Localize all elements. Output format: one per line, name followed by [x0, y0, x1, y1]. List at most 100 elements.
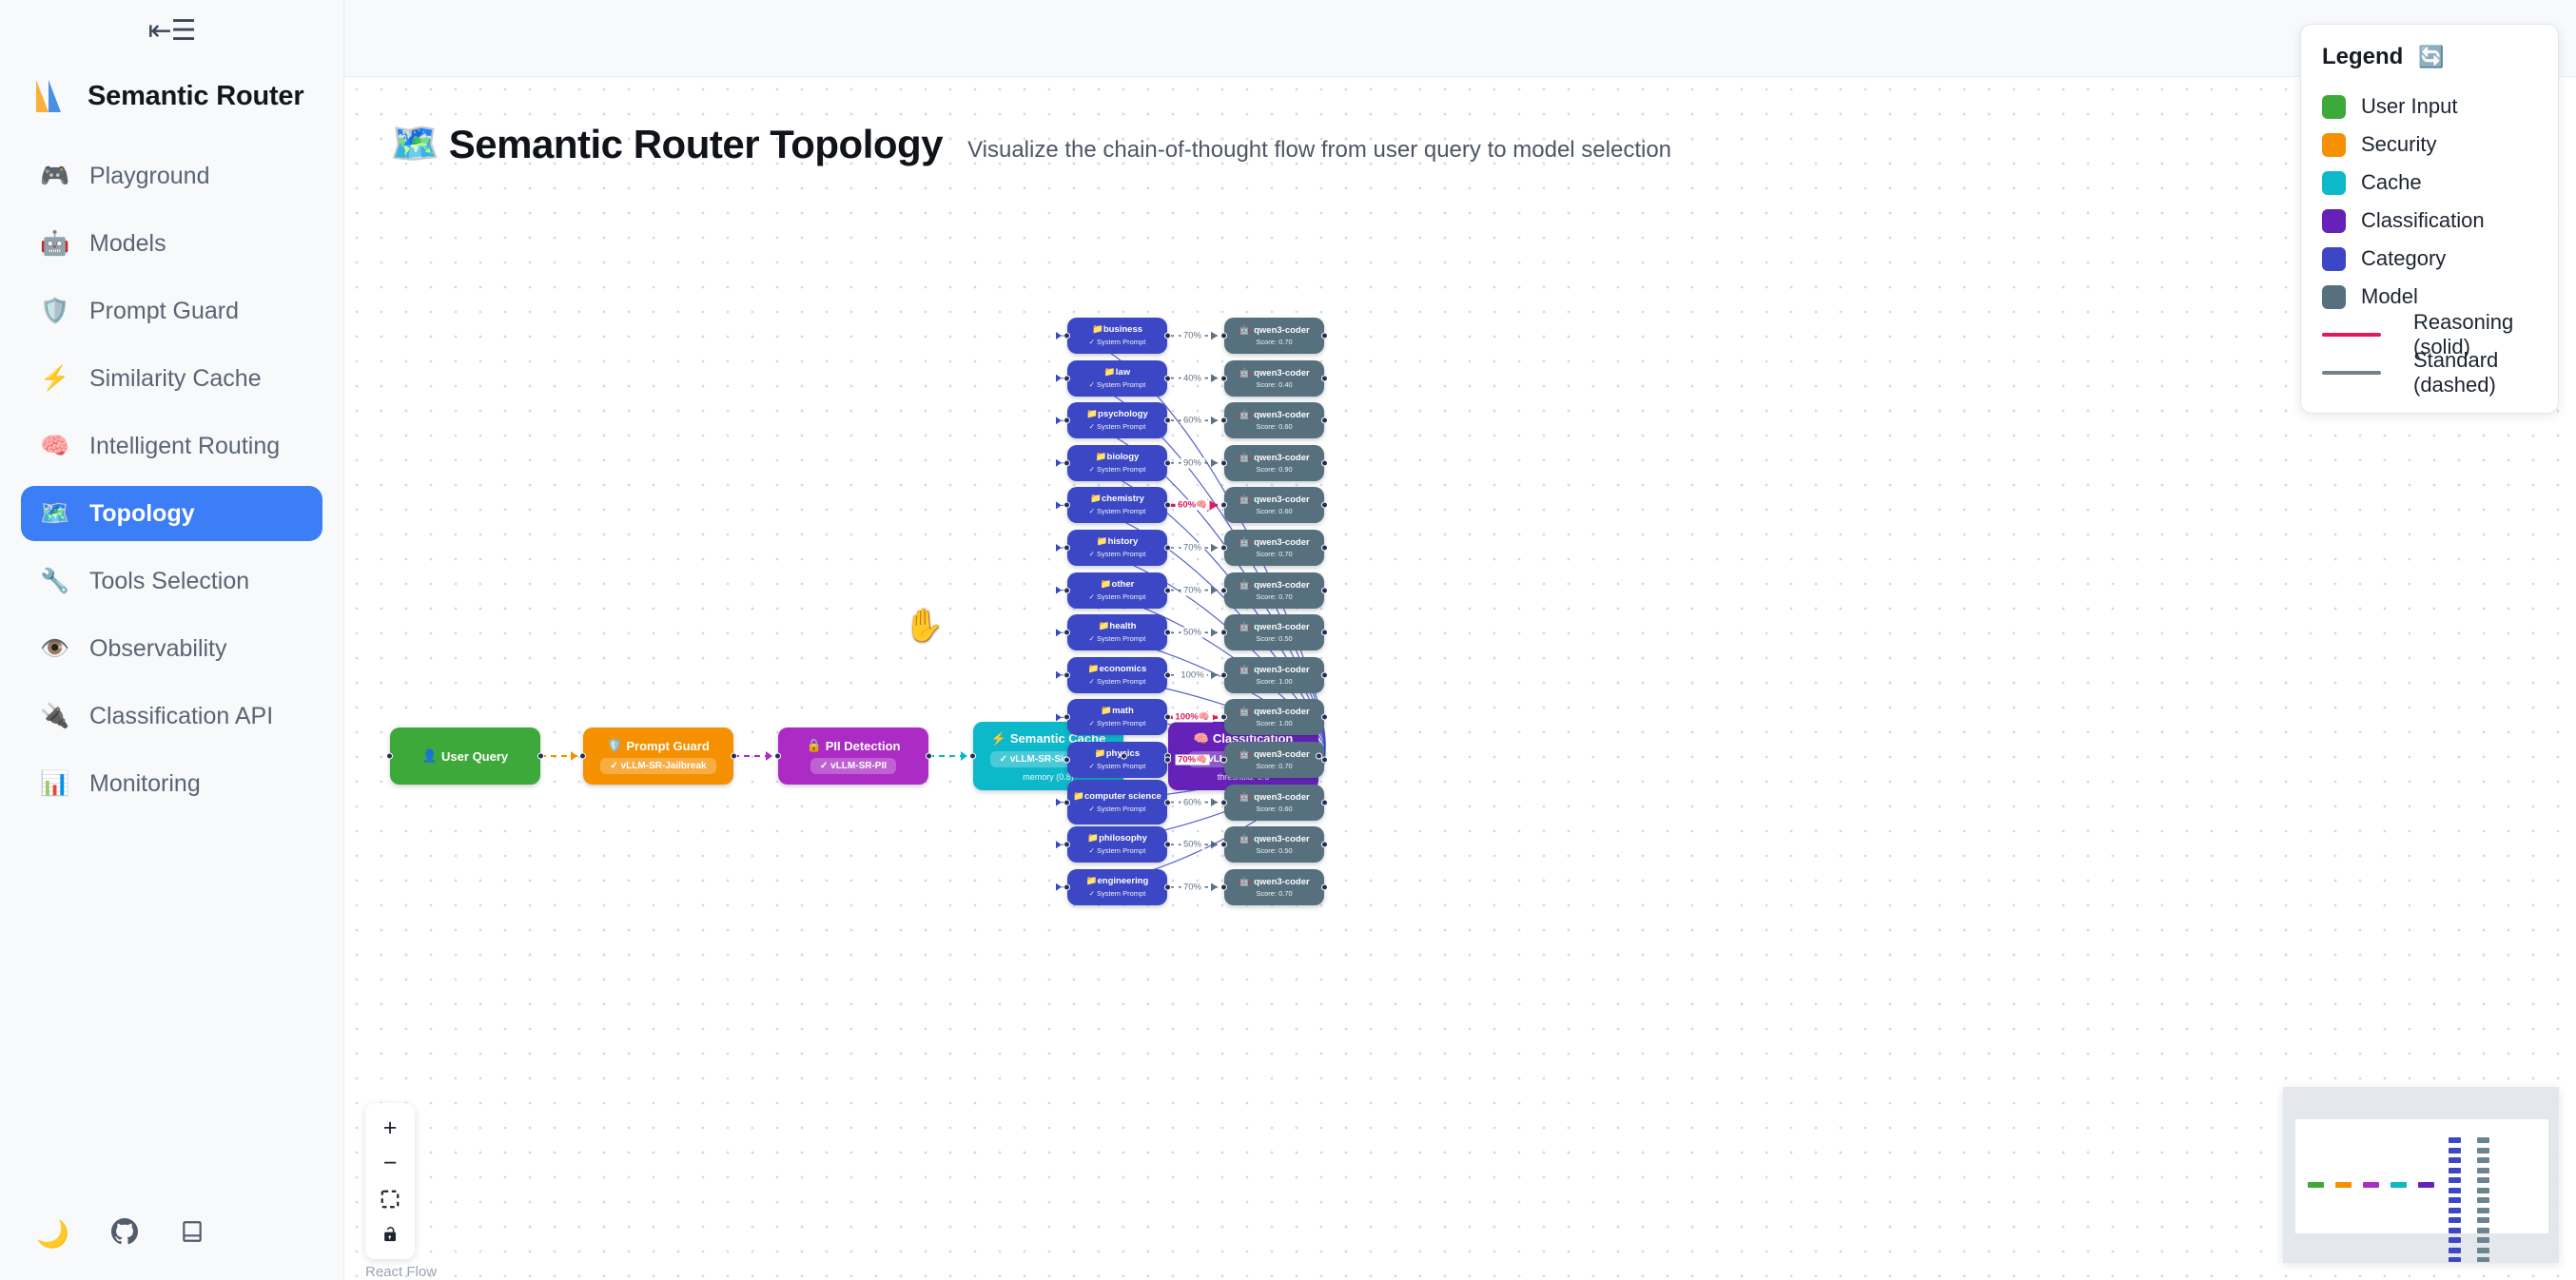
sidebar-item-models[interactable]: 🤖Models: [21, 216, 322, 271]
node-handle-left[interactable]: [1064, 587, 1070, 594]
node-handle-right[interactable]: [537, 752, 544, 760]
node-handle-right[interactable]: [1164, 756, 1171, 764]
node-handle-right[interactable]: [1164, 713, 1171, 721]
category-node-computer-science[interactable]: 📁computer science✓ System Prompt: [1064, 780, 1171, 825]
topology-canvas[interactable]: 👤User Query 🛡️Prompt Guard✓ vLLM-SR-Jailb…: [344, 77, 2576, 1280]
sidebar-item-classification-api[interactable]: 🔌Classification API: [21, 688, 322, 744]
node-handle-left[interactable]: [1220, 375, 1227, 382]
node-handle-left[interactable]: [1220, 459, 1227, 467]
node-handle-right[interactable]: [1321, 883, 1328, 891]
node-handle-right[interactable]: [1321, 544, 1328, 552]
node-handle-left[interactable]: [1220, 417, 1227, 424]
minimap-viewport[interactable]: [2295, 1119, 2548, 1233]
sidebar-item-observability[interactable]: 👁️Observability: [21, 621, 322, 676]
category-node-psychology[interactable]: 📁psychology✓ System Prompt: [1064, 402, 1171, 439]
node-handle-left[interactable]: [1064, 883, 1070, 891]
node-handle-right[interactable]: [1164, 587, 1171, 594]
node-handle-left[interactable]: [1064, 629, 1070, 636]
category-node-biology[interactable]: 📁biology✓ System Prompt: [1064, 444, 1171, 481]
node-handle-left[interactable]: [969, 752, 976, 760]
node-handle-right[interactable]: [1164, 501, 1171, 509]
node-handle-left[interactable]: [1220, 713, 1227, 721]
node-handle-right[interactable]: [1164, 375, 1171, 382]
github-icon[interactable]: [110, 1218, 138, 1250]
node-handle-right[interactable]: [1164, 799, 1171, 806]
node-handle-left[interactable]: [1220, 671, 1227, 679]
node-pii-detection[interactable]: 🔒PII Detection✓ vLLM-SR-PII: [774, 727, 932, 785]
sidebar-item-prompt-guard[interactable]: 🛡️Prompt Guard: [21, 283, 322, 339]
node-handle-right[interactable]: [731, 752, 737, 760]
node-handle-right[interactable]: [1321, 799, 1328, 806]
category-node-engineering[interactable]: 📁engineering✓ System Prompt: [1064, 868, 1171, 905]
react-flow-viewport[interactable]: 👤User Query 🛡️Prompt Guard✓ vLLM-SR-Jailb…: [344, 77, 2576, 1280]
fit-view-button[interactable]: [365, 1181, 415, 1216]
node-handle-left[interactable]: [774, 752, 781, 760]
sidebar-item-similarity-cache[interactable]: ⚡Similarity Cache: [21, 351, 322, 406]
node-handle-left[interactable]: [386, 752, 393, 760]
sidebar-item-intelligent-routing[interactable]: 🧠Intelligent Routing: [21, 418, 322, 474]
node-handle-left[interactable]: [1064, 544, 1070, 552]
node-handle-right[interactable]: [1164, 629, 1171, 636]
node-handle-left[interactable]: [1220, 501, 1227, 509]
node-handle-left[interactable]: [1064, 459, 1070, 467]
node-handle-right[interactable]: [1321, 756, 1328, 764]
category-node-health[interactable]: 📁health✓ System Prompt: [1064, 614, 1171, 651]
node-handle-left[interactable]: [1064, 501, 1070, 509]
category-node-math[interactable]: 📁math✓ System Prompt: [1064, 699, 1171, 736]
node-handle-left[interactable]: [1064, 375, 1070, 382]
category-node-philosophy[interactable]: 📁philosophy✓ System Prompt: [1064, 826, 1171, 863]
node-handle-left[interactable]: [1064, 841, 1070, 848]
lock-button[interactable]: [365, 1216, 415, 1251]
category-node-law[interactable]: 📁law✓ System Prompt: [1064, 359, 1171, 397]
node-handle-right[interactable]: [1321, 332, 1328, 339]
node-user-query[interactable]: 👤User Query: [386, 727, 544, 785]
node-handle-left[interactable]: [1220, 799, 1227, 806]
node-handle-right[interactable]: [1164, 459, 1171, 467]
node-handle-left[interactable]: [1220, 756, 1227, 764]
zoom-out-button[interactable]: −: [382, 1150, 398, 1176]
node-handle-left[interactable]: [1064, 799, 1070, 806]
react-flow-attribution[interactable]: React Flow: [365, 1264, 438, 1280]
sidebar-item-monitoring[interactable]: 📊Monitoring: [21, 756, 322, 811]
node-handle-right[interactable]: [1164, 671, 1171, 679]
dark-mode-toggle-icon[interactable]: 🌙: [36, 1218, 69, 1249]
node-handle-right[interactable]: [1321, 459, 1328, 467]
node-handle-left[interactable]: [1220, 841, 1227, 848]
category-node-history[interactable]: 📁history✓ System Prompt: [1064, 530, 1171, 566]
node-handle-right[interactable]: [926, 752, 932, 760]
node-handle-right[interactable]: [1164, 544, 1171, 552]
node-handle-right[interactable]: [1164, 417, 1171, 424]
node-handle-right[interactable]: [1321, 713, 1328, 721]
category-node-other[interactable]: 📁other✓ System Prompt: [1064, 572, 1171, 609]
node-handle-right[interactable]: [1164, 332, 1171, 339]
collapse-sidebar-icon[interactable]: ⇤☰: [147, 15, 196, 47]
node-handle-left[interactable]: [1220, 544, 1227, 552]
node-handle-right[interactable]: [1321, 629, 1328, 636]
node-handle-right[interactable]: [1321, 375, 1328, 382]
node-handle-left[interactable]: [1220, 587, 1227, 594]
sidebar-item-topology[interactable]: 🗺️Topology: [21, 486, 322, 541]
zoom-in-button[interactable]: +: [382, 1115, 398, 1141]
node-handle-right[interactable]: [1164, 841, 1171, 848]
refresh-icon[interactable]: 🔄: [2418, 45, 2445, 68]
category-node-chemistry[interactable]: 📁chemistry✓ System Prompt: [1064, 487, 1171, 524]
node-handle-right[interactable]: [1121, 752, 1127, 760]
node-prompt-guard[interactable]: 🛡️Prompt Guard✓ vLLM-SR-Jailbreak: [579, 727, 737, 785]
category-node-economics[interactable]: 📁economics✓ System Prompt: [1064, 656, 1171, 693]
node-handle-right[interactable]: [1321, 841, 1328, 848]
node-handle-left[interactable]: [579, 752, 586, 760]
